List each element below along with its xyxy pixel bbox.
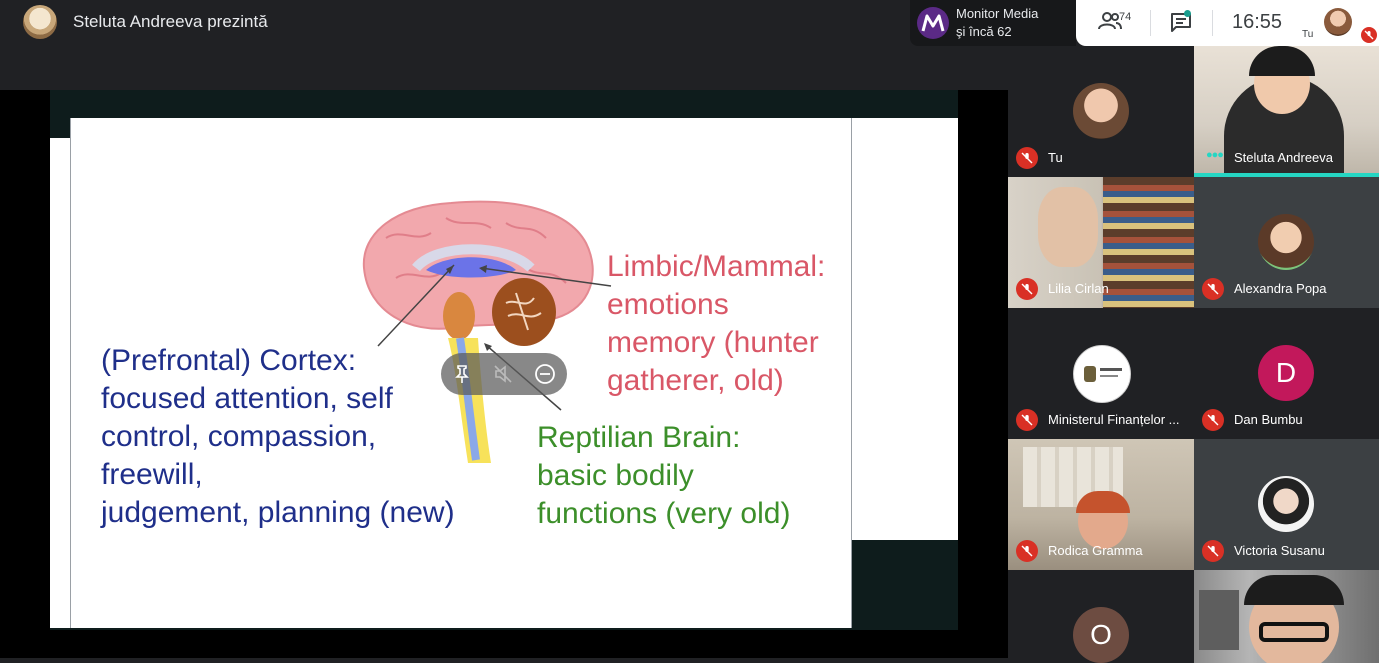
video-glasses — [1259, 622, 1329, 642]
remove-icon[interactable] — [530, 359, 560, 389]
video-face — [1038, 187, 1098, 267]
people-icon[interactable] — [1098, 11, 1122, 36]
monitor-more-count: şi încă 62 — [956, 24, 1012, 39]
mute-video-icon[interactable] — [488, 359, 518, 389]
mic-off-icon — [1202, 278, 1224, 300]
ministry-logo-line — [1100, 375, 1118, 377]
participant-avatar — [1258, 476, 1314, 532]
participant-name: Rodica Gramma — [1048, 543, 1143, 558]
chat-notification-dot — [1184, 10, 1191, 17]
participant-tile[interactable]: Rodica Gramma — [1008, 439, 1194, 570]
participant-name: Steluta Andreeva — [1234, 150, 1334, 165]
cortex-label: (Prefrontal) Cortex: focused attention, … — [101, 344, 455, 529]
meeting-clock: 16:55 — [1232, 11, 1283, 33]
video-hair — [1244, 575, 1344, 605]
video-bookshelf — [1103, 177, 1194, 308]
meeting-status-bar: 74 16:55 Tu — [1076, 0, 1379, 46]
limbic-label: Limbic/Mammal: emotions memory (hunter g… — [607, 250, 826, 397]
mic-off-icon — [1016, 147, 1038, 169]
participant-name: Tu — [1048, 150, 1063, 165]
self-avatar[interactable] — [1324, 8, 1352, 36]
participants-grid: Tu ●●● Steluta Andreeva Lilia Cirlan Ale… — [1008, 46, 1379, 663]
stage-overlay-controls — [441, 353, 567, 395]
active-speaker-bar — [1194, 173, 1379, 177]
self-mic-off-icon — [1361, 27, 1377, 43]
mic-off-icon — [1202, 409, 1224, 431]
presenter-avatar — [23, 5, 57, 39]
slide-edge — [850, 118, 958, 540]
mic-off-icon — [1016, 540, 1038, 562]
divider — [1150, 10, 1151, 36]
participant-tile[interactable] — [1194, 570, 1379, 663]
presentation-stage: (Prefrontal) Cortex: focused attention, … — [0, 90, 1008, 658]
video-hair — [1076, 491, 1130, 513]
mic-off-icon — [1016, 278, 1038, 300]
participant-tile-speaking[interactable]: ●●● Steluta Andreeva — [1194, 46, 1379, 177]
participant-tile[interactable]: Alexandra Popa — [1194, 177, 1379, 308]
participant-name: Dan Bumbu — [1234, 412, 1303, 427]
ministry-logo-line — [1100, 368, 1122, 371]
participant-summary-chip[interactable]: Monitor Media şi încă 62 — [910, 0, 1076, 46]
participant-avatar — [1073, 345, 1131, 403]
slide-edge — [50, 138, 70, 628]
speaking-indicator-icon: ●●● — [1206, 149, 1224, 161]
monitor-media-logo — [917, 7, 949, 39]
video-hair — [1249, 46, 1315, 76]
video-background-car — [1199, 590, 1239, 650]
participant-tile[interactable]: Victoria Susanu — [1194, 439, 1379, 570]
participant-name: Alexandra Popa — [1234, 281, 1327, 296]
monitor-media-name: Monitor Media — [956, 6, 1039, 21]
participant-tile[interactable]: D Dan Bumbu — [1194, 308, 1379, 439]
mic-off-icon — [1202, 540, 1224, 562]
mic-off-icon — [1016, 409, 1038, 431]
participant-initial-avatar: O — [1073, 607, 1129, 663]
participant-tile[interactable]: O — [1008, 570, 1194, 663]
participant-avatar — [1258, 214, 1314, 270]
presenter-title: Steluta Andreeva prezintă — [73, 12, 268, 31]
participant-tile[interactable]: Ministerul Finanțelor ... — [1008, 308, 1194, 439]
participant-avatar — [1073, 83, 1129, 139]
participant-name: Lilia Cirlan — [1048, 281, 1109, 296]
participants-count: 74 — [1119, 11, 1132, 23]
self-label: Tu — [1302, 29, 1314, 40]
participant-name: Victoria Susanu — [1234, 543, 1325, 558]
divider — [1212, 10, 1213, 36]
participant-tile[interactable]: Lilia Cirlan — [1008, 177, 1194, 308]
participant-tile[interactable]: Tu — [1008, 46, 1194, 177]
participant-name: Ministerul Finanțelor ... — [1048, 412, 1180, 427]
participant-initial-avatar: D — [1258, 345, 1314, 401]
ministry-emblem-icon — [1084, 366, 1096, 382]
top-bar: Steluta Andreeva prezintă Monitor Media … — [0, 0, 1379, 46]
reptilian-label: Reptilian Brain: basic bodily functions … — [537, 421, 791, 530]
pin-icon[interactable] — [447, 359, 477, 389]
